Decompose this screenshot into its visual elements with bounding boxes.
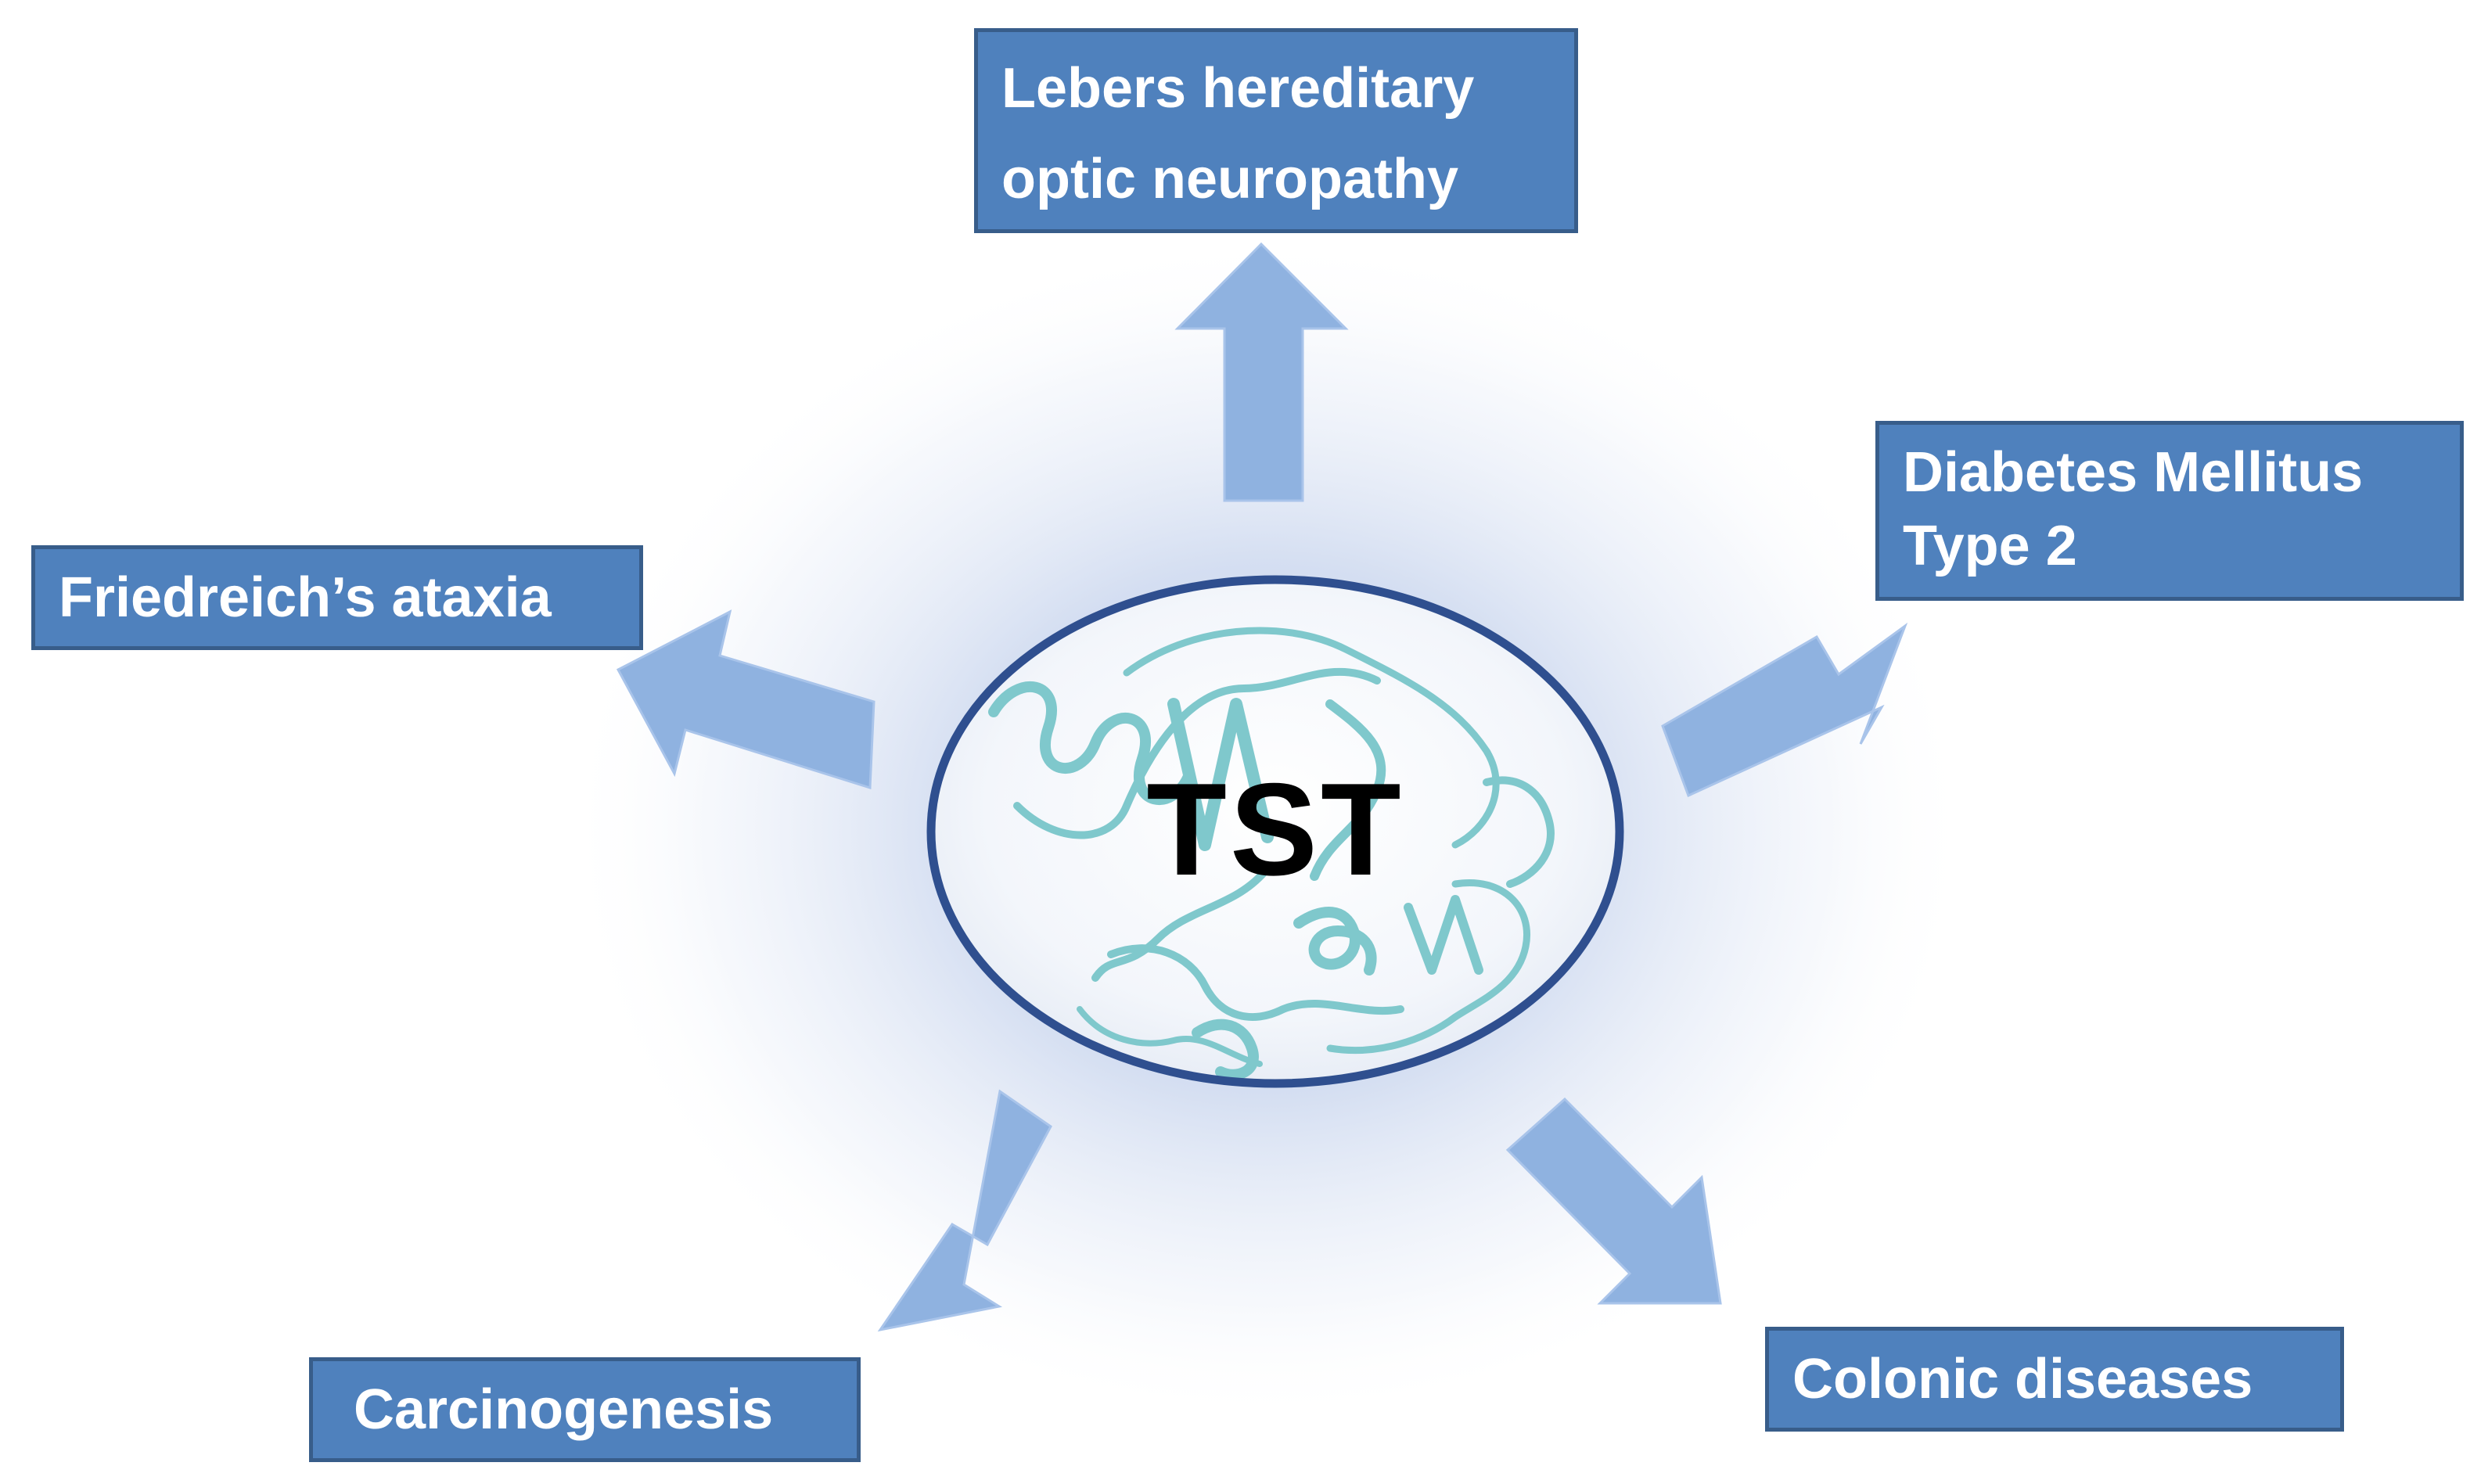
box-friedreich-label: Friedreich’s ataxia <box>59 566 552 629</box>
arrow-upper-right <box>1661 622 1908 798</box>
box-diabetes-line-2: Type 2 <box>1903 515 2077 577</box>
center-ellipse-outline <box>926 575 1624 1088</box>
box-colonic-label: Colonic diseases <box>1792 1348 2253 1410</box>
box-lebers-hereditary-optic-neuropathy: Lebers hereditary optic neuropathy <box>974 28 1578 233</box>
arrow-left <box>616 609 875 790</box>
box-diabetes-mellitus-type-2: Diabetes Mellitus Type 2 <box>1875 421 2464 601</box>
arrow-lower-left <box>877 1089 1052 1332</box>
box-carcinogenesis-label: Carcinogenesis <box>354 1378 774 1441</box>
center-label-tst: TST <box>1146 756 1404 903</box>
box-diabetes-line-1: Diabetes Mellitus <box>1903 441 2364 504</box>
box-colonic-diseases: Colonic diseases <box>1765 1327 2344 1432</box>
arrow-up <box>1174 242 1349 502</box>
box-friedreichs-ataxia: Friedreich’s ataxia <box>31 545 643 650</box>
box-carcinogenesis: Carcinogenesis <box>309 1357 861 1462</box>
protein-structure <box>988 627 1555 1080</box>
box-lhon-line-1: Lebers hereditary <box>1001 57 1475 120</box>
arrow-lower-right <box>1505 1097 1722 1305</box>
box-lhon-line-2: optic neuropathy <box>1001 148 1459 210</box>
